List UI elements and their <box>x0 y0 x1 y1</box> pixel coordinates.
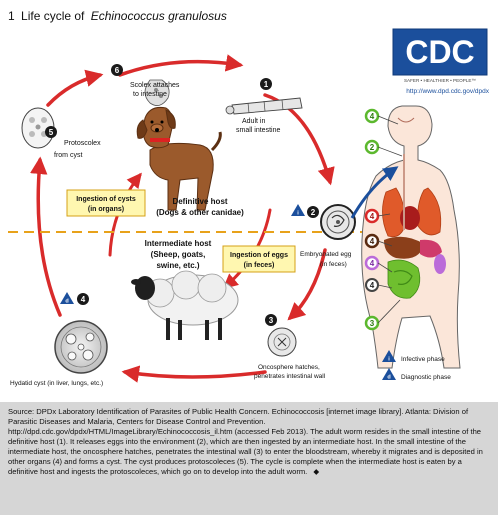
intermediate-host-title: Intermediate host <box>145 239 212 248</box>
stage-4-label: Hydatid cyst (in liver, lungs, etc.) <box>10 380 103 387</box>
cdc-logo: CDC SAFER • HEALTHIER • PEOPLE™ <box>393 29 487 83</box>
figure-title-prefix: Life cycle of <box>21 9 85 23</box>
diagnostic-symbol-letter: d <box>65 299 68 305</box>
stage-6-label-2: to intestine <box>133 91 167 98</box>
cdc-url[interactable]: http://www.dpd.cdc.gov/dpdx <box>406 88 489 95</box>
cdc-tagline: SAFER • HEALTHIER • PEOPLE™ <box>404 78 476 83</box>
caption-text: Source: DPDx Laboratory Identification o… <box>8 407 483 476</box>
organ-marker-6: 4 <box>366 279 378 291</box>
ingestion-eggs-line-1: Ingestion of eggs <box>230 252 288 259</box>
stage-5-number: 5 <box>49 128 54 137</box>
organ-marker-5: 4 <box>366 257 378 269</box>
figure-number: 1 <box>8 9 15 23</box>
stage-3-label-2: penetrates intestinal wall <box>254 373 326 380</box>
organ-marker-3-number: 4 <box>370 212 375 221</box>
organ-marker-1-number: 4 <box>370 112 375 121</box>
stage-5-label-1: Protoscolex <box>64 140 101 147</box>
ingestion-eggs-line-2: (in feces) <box>244 262 275 269</box>
svg-text:1 Life cycle of Echino: 1 Life cycle of Echinococcus granulosus <box>8 9 227 23</box>
intermediate-host-sub-2: swine, etc.) <box>156 261 199 270</box>
stage-3-number: 3 <box>269 316 274 325</box>
intermediate-host-sub-1: (Sheep, goats, <box>151 250 206 259</box>
organ-marker-1: 4 <box>366 110 378 122</box>
ingestion-cysts-box: Ingestion of cysts (in organs) <box>67 190 145 216</box>
figure-title-species: Echinococcus granulosus <box>91 9 227 23</box>
stage-5-label-2: from cyst <box>54 152 82 159</box>
organ-marker-2: 2 <box>366 141 378 153</box>
definitive-host-title: Definitive host <box>172 197 227 206</box>
stage-6-label-1: Scolex attaches <box>130 82 180 89</box>
ingestion-cysts-line-2: (in organs) <box>88 206 124 213</box>
organ-marker-4-number: 4 <box>370 237 375 246</box>
organ-marker-4: 4 <box>366 235 378 247</box>
legend-diagnostic-letter: d <box>387 375 390 381</box>
stage-3-label-1: Oncosphere hatches, <box>258 364 320 371</box>
embryonated-egg-illustration <box>321 205 355 239</box>
end-mark: ◆ <box>313 467 319 476</box>
stage-4-number: 4 <box>81 295 86 304</box>
organ-marker-3: 4 <box>366 210 378 222</box>
legend-infective-label: Infective phase <box>401 356 445 363</box>
hydatid-cyst-illustration <box>55 321 107 373</box>
stage-6-number: 6 <box>115 66 120 75</box>
stage-2-label-1: Embryonated egg <box>300 251 352 258</box>
organ-marker-5-number: 4 <box>370 259 375 268</box>
organ-marker-2-number: 2 <box>370 143 375 152</box>
stage-2-label-2: (in feces) <box>320 261 347 268</box>
ingestion-eggs-box: Ingestion of eggs (in feces) <box>223 246 295 272</box>
cdc-logo-text: CDC <box>405 34 474 70</box>
stage-1-number: 1 <box>264 80 269 89</box>
stage-1-label-2: small intestine <box>236 127 280 134</box>
stage-2-number: 2 <box>311 208 316 217</box>
ingestion-cysts-line-1: Ingestion of cysts <box>76 196 136 203</box>
figure-caption: Source: DPDx Laboratory Identification o… <box>0 402 498 515</box>
oncosphere-illustration <box>268 328 296 356</box>
organ-marker-6-number: 4 <box>370 281 375 290</box>
organ-marker-7: 3 <box>366 317 378 329</box>
organ-marker-7-number: 3 <box>370 319 375 328</box>
life-cycle-diagram: 1 Life cycle of Echinococcus granulosus … <box>0 0 498 402</box>
legend-diagnostic-label: Diagnostic phase <box>401 374 451 381</box>
definitive-host-sub: (Dogs & other canidae) <box>156 208 244 217</box>
stage-1-label-1: Adult in <box>242 118 265 125</box>
